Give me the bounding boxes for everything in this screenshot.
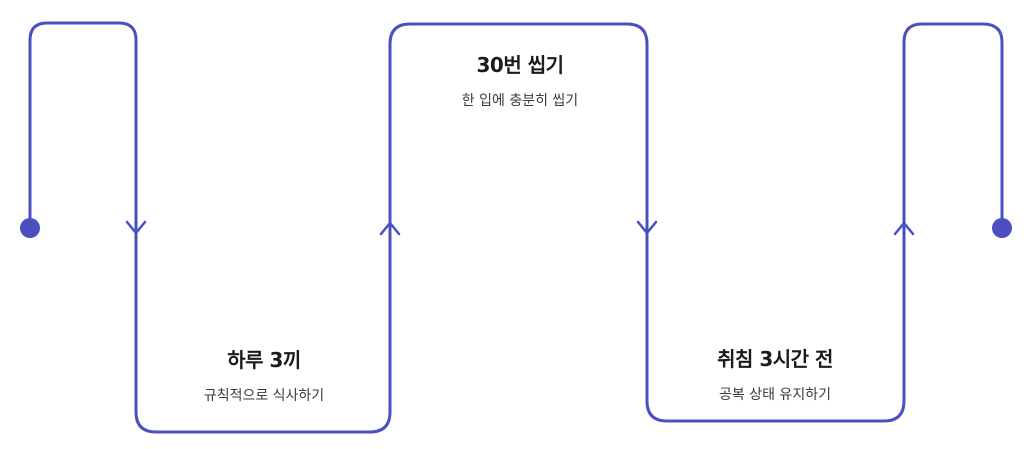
- step-description: 공복 상태 유지하기: [719, 387, 831, 403]
- start-dot: [20, 218, 40, 238]
- down-arrow-icon: [125, 220, 147, 235]
- step-title: 취침 3시간 전: [717, 347, 833, 371]
- step-meal-schedule: 하루 3끼 규칙적으로 식사하기: [134, 344, 394, 405]
- down-arrow-icon: [636, 220, 658, 235]
- step-before-sleep: 취침 3시간 전 공복 상태 유지하기: [645, 343, 905, 404]
- up-arrow-icon: [379, 221, 401, 236]
- end-dot: [992, 218, 1012, 238]
- step-chewing: 30번 씹기 한 입에 충분히 씹기: [390, 49, 650, 110]
- flow-path: [28, 21, 1004, 434]
- step-title: 하루 3끼: [227, 348, 301, 372]
- step-description: 규칙적으로 식사하기: [203, 388, 325, 404]
- step-description: 한 입에 충분히 씹기: [461, 93, 579, 109]
- up-arrow-icon: [893, 221, 915, 236]
- step-title: 30번 씹기: [476, 53, 565, 77]
